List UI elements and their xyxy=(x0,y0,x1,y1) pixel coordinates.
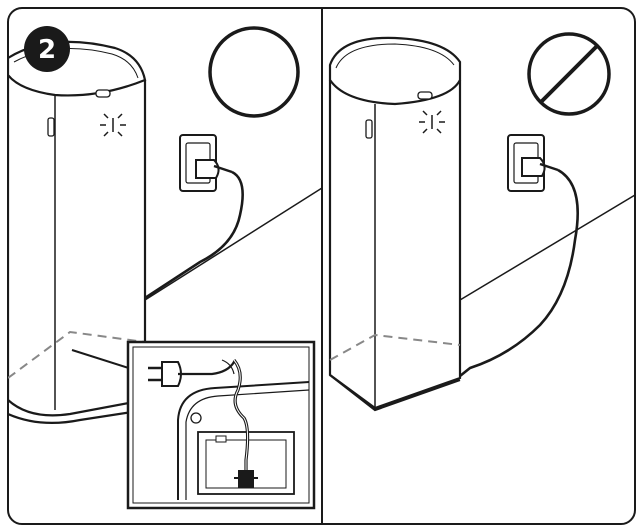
prohibited-icon xyxy=(527,32,611,116)
detail-inset xyxy=(126,340,316,510)
power-plug-icon xyxy=(521,157,559,177)
power-plug-icon xyxy=(195,159,233,179)
top-button-icon xyxy=(417,91,433,100)
indicator-light-icon xyxy=(100,113,126,137)
wall-floor-line xyxy=(144,187,322,301)
speaker-tower xyxy=(8,40,147,424)
circle-icon xyxy=(208,26,300,118)
indicator-light-icon xyxy=(419,110,445,134)
speaker-tower xyxy=(328,36,462,412)
panel-incorrect xyxy=(328,36,635,412)
step-badge: 2 xyxy=(24,26,70,72)
power-cable-tidy xyxy=(144,170,244,300)
power-plug-icon xyxy=(148,361,182,387)
step-number: 2 xyxy=(38,35,56,65)
power-cable-loose xyxy=(459,168,579,378)
wall-floor-line xyxy=(459,194,635,301)
top-button-icon xyxy=(95,89,111,98)
